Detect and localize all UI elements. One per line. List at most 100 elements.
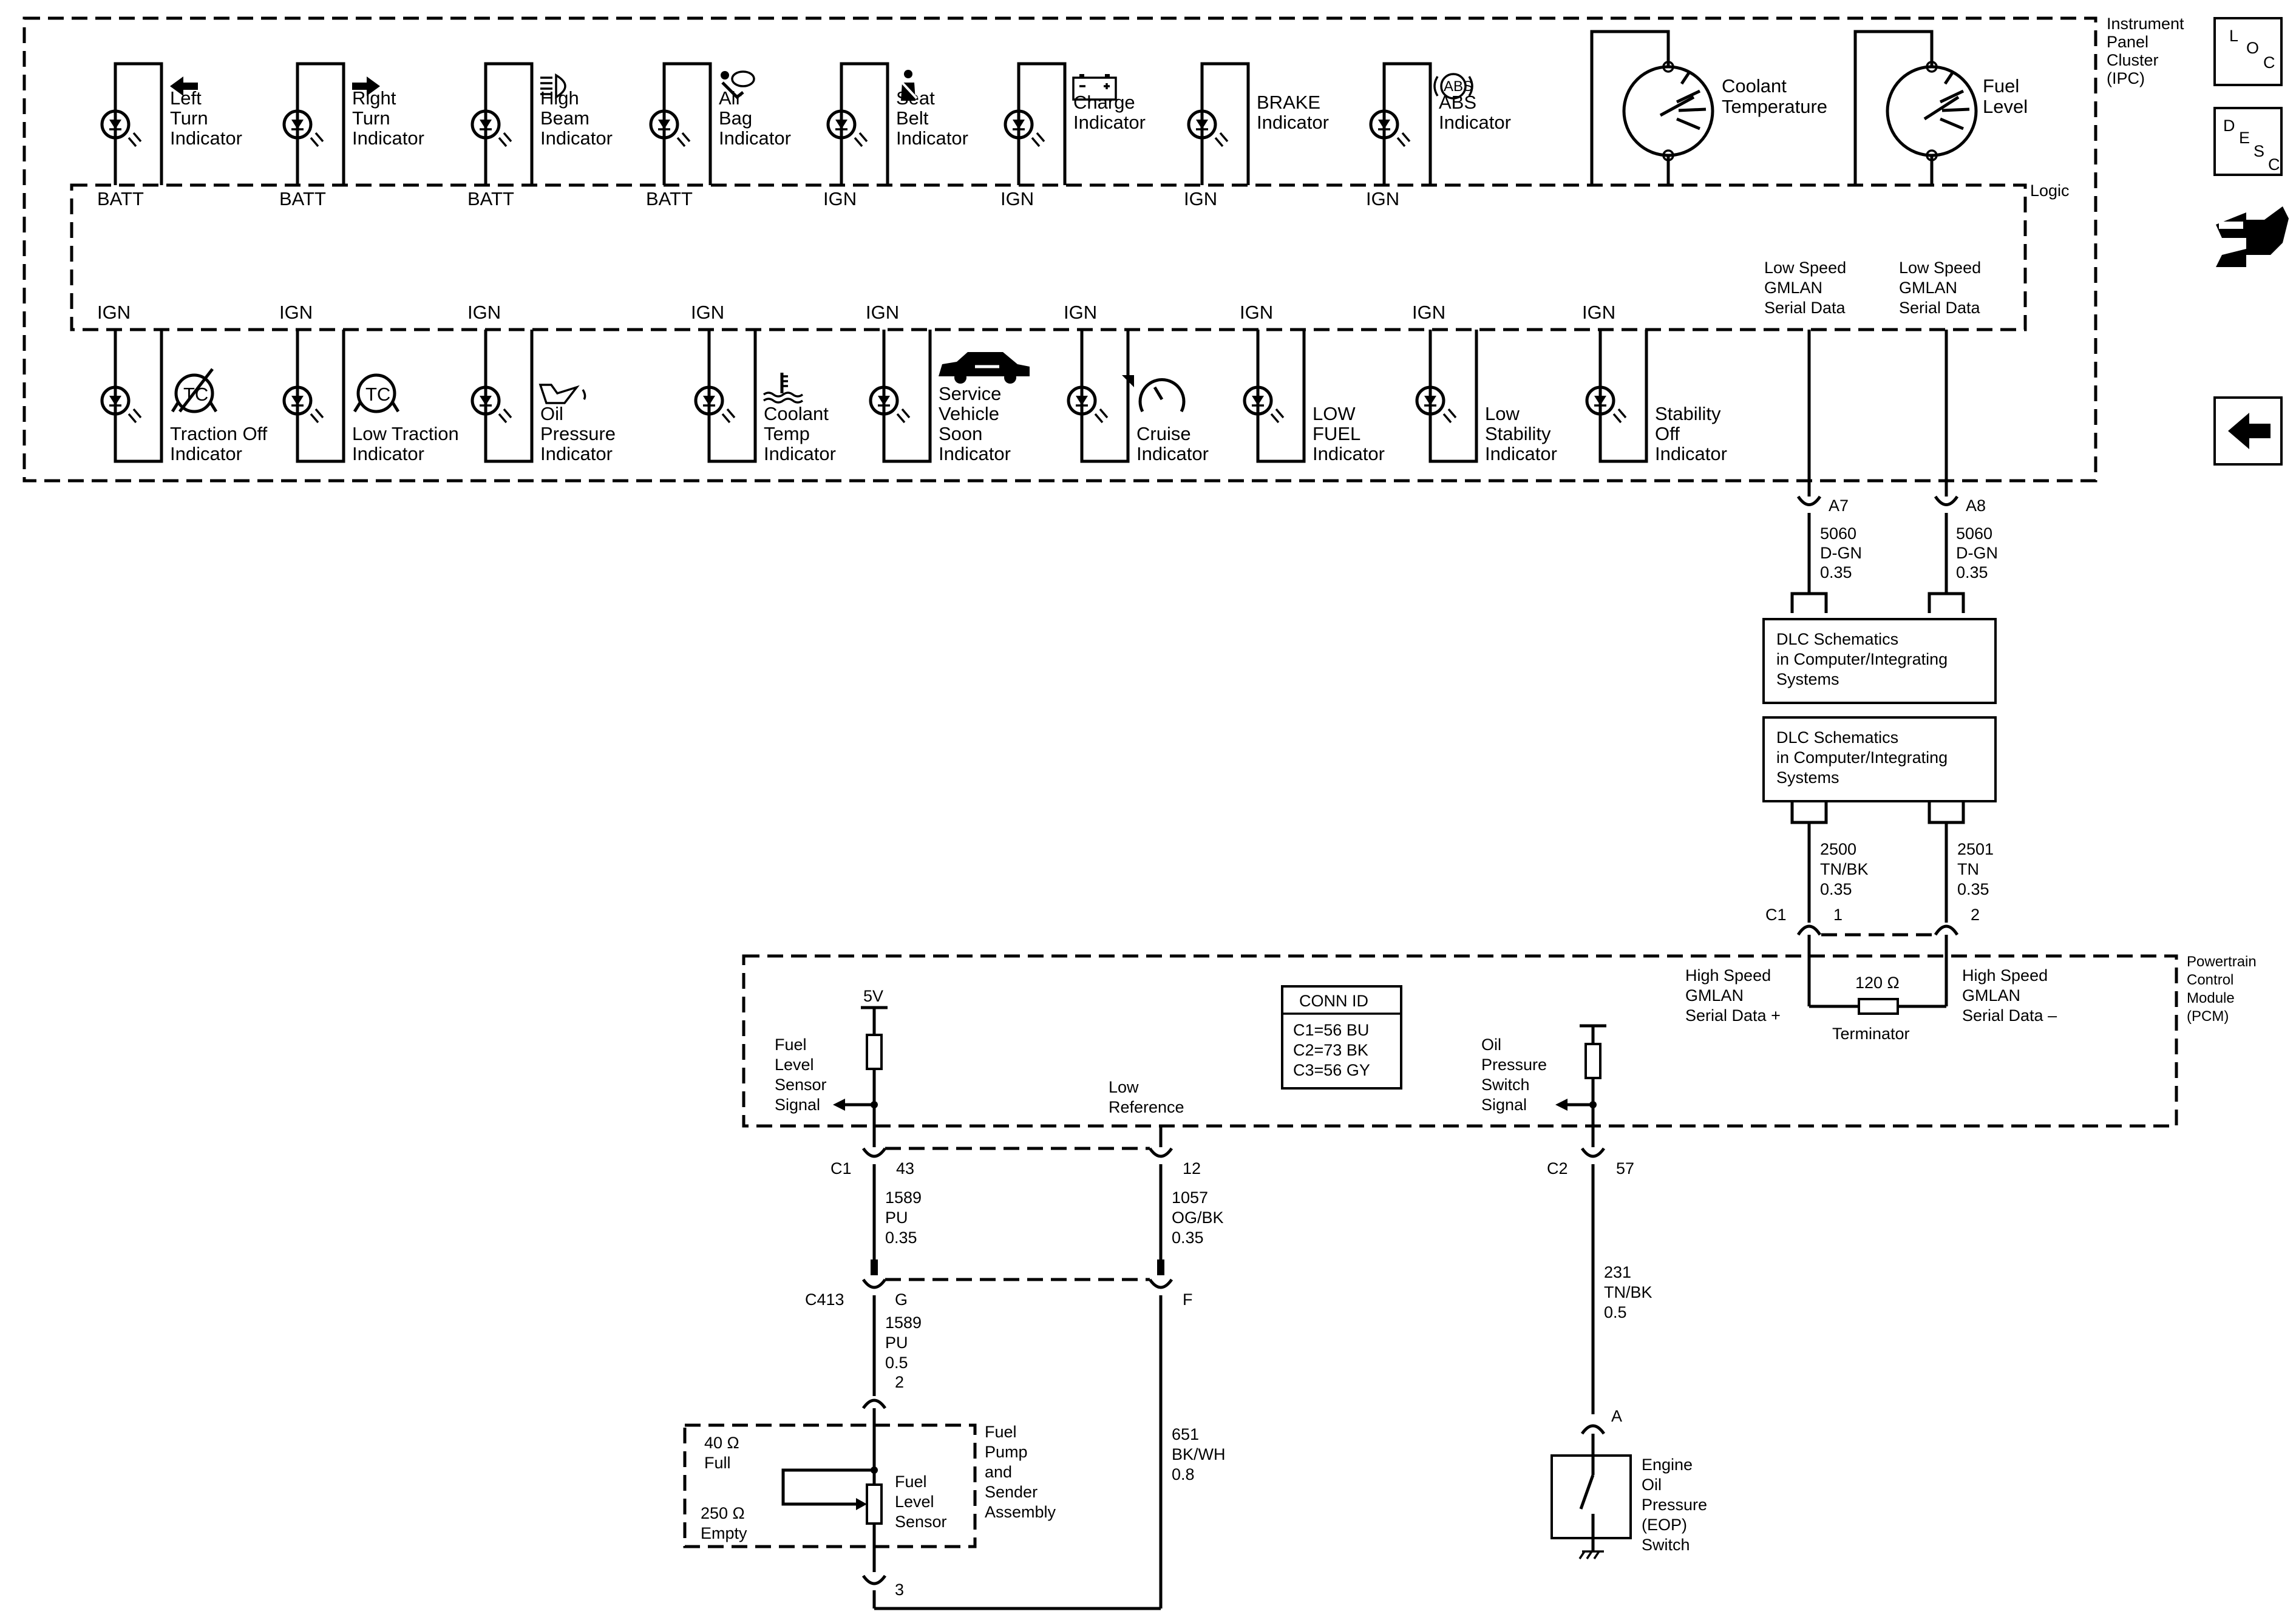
svg-text:Temp: Temp bbox=[764, 423, 810, 444]
svg-text:GMLAN: GMLAN bbox=[1764, 279, 1822, 297]
lamp-icon bbox=[1067, 385, 1109, 424]
svg-text:Indicator: Indicator bbox=[170, 127, 242, 149]
dlc-schematics-link-1[interactable]: DLC Schematics in Computer/Integrating S… bbox=[1762, 618, 1997, 704]
svg-text:Sender: Sender bbox=[985, 1483, 1038, 1501]
svg-text:0.35: 0.35 bbox=[885, 1229, 917, 1247]
svg-text:Instrument: Instrument bbox=[2107, 15, 2184, 33]
logic-block bbox=[70, 183, 2027, 331]
svg-text:12: 12 bbox=[1183, 1159, 1201, 1178]
svg-text:57: 57 bbox=[1616, 1159, 1634, 1178]
svg-text:IGN: IGN bbox=[1000, 188, 1034, 209]
svg-text:Temperature: Temperature bbox=[1722, 96, 1827, 117]
dlc-schematics-link-2[interactable]: DLC Schematics in Computer/Integrating S… bbox=[1762, 716, 1997, 802]
svg-text:Serial Data –: Serial Data – bbox=[1962, 1006, 2057, 1025]
back-button[interactable] bbox=[2213, 396, 2283, 466]
lamp-icon bbox=[1243, 385, 1285, 424]
svg-text:TC: TC bbox=[365, 384, 390, 405]
svg-text:Indicator: Indicator bbox=[170, 443, 242, 464]
pcm-connector-c1: C1 43 12 bbox=[830, 1147, 1201, 1178]
svg-text:Low Traction: Low Traction bbox=[352, 423, 459, 444]
svg-text:Beam: Beam bbox=[540, 107, 589, 129]
svg-text:0.5: 0.5 bbox=[1604, 1303, 1627, 1321]
lamp-icon bbox=[1369, 109, 1411, 147]
svg-text:High: High bbox=[540, 87, 579, 109]
oil-pressure-switch-signal: Oil Pressure Switch Signal bbox=[1481, 1024, 1606, 1147]
lamp-icon bbox=[1585, 385, 1627, 424]
svg-text:C3=56 GY: C3=56 GY bbox=[1293, 1061, 1370, 1079]
coolant-temperature-gauge: Coolant Temperature bbox=[1590, 30, 1827, 184]
svg-text:120 Ω: 120 Ω bbox=[1855, 974, 1900, 992]
ipc-boundary bbox=[22, 16, 2097, 483]
svg-text:DLC Schematics: DLC Schematics bbox=[1776, 728, 1898, 747]
svg-text:Cruise: Cruise bbox=[1136, 423, 1191, 444]
svg-text:(EOP): (EOP) bbox=[1642, 1516, 1687, 1534]
connector-end-view-button[interactable] bbox=[2216, 206, 2289, 267]
svg-text:1: 1 bbox=[1833, 906, 1843, 924]
coolant-gauge-needle-icon bbox=[1659, 72, 1707, 131]
svg-text:and: and bbox=[985, 1463, 1012, 1481]
low-reference: Low Reference bbox=[1109, 1078, 1184, 1147]
svg-text:Stability: Stability bbox=[1485, 423, 1551, 444]
svg-text:Sensor: Sensor bbox=[775, 1076, 827, 1094]
svg-text:2: 2 bbox=[1971, 906, 1980, 924]
svg-text:GMLAN: GMLAN bbox=[1685, 986, 1744, 1005]
traction-off-icon: TC bbox=[171, 368, 218, 413]
svg-text:Indicator: Indicator bbox=[352, 127, 424, 149]
svg-text:in Computer/Integrating: in Computer/Integrating bbox=[1776, 748, 1948, 767]
svg-text:O: O bbox=[2246, 39, 2259, 57]
svg-text:250 Ω: 250 Ω bbox=[701, 1504, 745, 1522]
svg-text:Soon: Soon bbox=[939, 423, 982, 444]
svg-text:L: L bbox=[2229, 27, 2238, 45]
svg-text:TN/BK: TN/BK bbox=[1820, 860, 1869, 878]
low-traction-icon: TC bbox=[353, 373, 400, 413]
lamp-icon bbox=[1415, 385, 1457, 424]
low-speed-gmlan-a7: Low Speed GMLAN Serial Data A7 5060 D-GN… bbox=[1764, 259, 1862, 613]
lamp-icon bbox=[282, 385, 324, 424]
svg-text:Vehicle: Vehicle bbox=[939, 403, 999, 424]
svg-text:PU: PU bbox=[885, 1209, 908, 1227]
svg-text:Indicator: Indicator bbox=[896, 127, 968, 149]
lamp-icon bbox=[100, 109, 142, 147]
top-indicator-4: IGNSeatBeltIndicator bbox=[823, 62, 968, 209]
loc-icon: L O C bbox=[2229, 27, 2275, 72]
desc-button[interactable]: D E S C bbox=[2213, 107, 2283, 176]
svg-text:F: F bbox=[1183, 1290, 1193, 1309]
svg-text:Assembly: Assembly bbox=[985, 1503, 1056, 1521]
svg-text:Terminator: Terminator bbox=[1832, 1025, 1910, 1043]
svg-text:Sensor: Sensor bbox=[895, 1513, 947, 1531]
connector-end-view-icon bbox=[2216, 206, 2289, 267]
svg-text:Switch: Switch bbox=[1481, 1076, 1530, 1094]
desc-icon: D E S C bbox=[2223, 117, 2280, 174]
svg-text:Fuel: Fuel bbox=[895, 1473, 927, 1491]
engine-oil-pressure-switch: Engine Oil Pressure (EOP) Switch bbox=[1550, 1434, 1707, 1559]
svg-text:Engine: Engine bbox=[1642, 1456, 1693, 1474]
svg-text:D-GN: D-GN bbox=[1820, 544, 1862, 562]
lamp-icon bbox=[470, 385, 512, 424]
svg-text:Coolant: Coolant bbox=[764, 403, 829, 424]
circuit-1589-lower: 1589 PU 0.5 2 bbox=[861, 1295, 922, 1409]
logic-label: Logic bbox=[2030, 181, 2070, 200]
svg-text:Module: Module bbox=[2187, 990, 2235, 1006]
svg-text:IGN: IGN bbox=[1412, 302, 1445, 323]
svg-text:LOW: LOW bbox=[1313, 403, 1356, 424]
connector-c413: C413 G F bbox=[805, 1278, 1193, 1309]
svg-text:BK/WH: BK/WH bbox=[1172, 1445, 1226, 1463]
right-arrow-icon bbox=[352, 76, 380, 96]
lamp-icon bbox=[1187, 109, 1229, 147]
loc-button[interactable]: L O C bbox=[2213, 17, 2283, 86]
svg-text:ABS: ABS bbox=[1444, 78, 1473, 95]
svg-text:Oil: Oil bbox=[1481, 1036, 1501, 1054]
svg-text:IGN: IGN bbox=[1582, 302, 1615, 323]
left-arrow-icon bbox=[170, 76, 198, 96]
svg-text:651: 651 bbox=[1172, 1425, 1199, 1443]
svg-text:Serial Data: Serial Data bbox=[1764, 299, 1846, 317]
